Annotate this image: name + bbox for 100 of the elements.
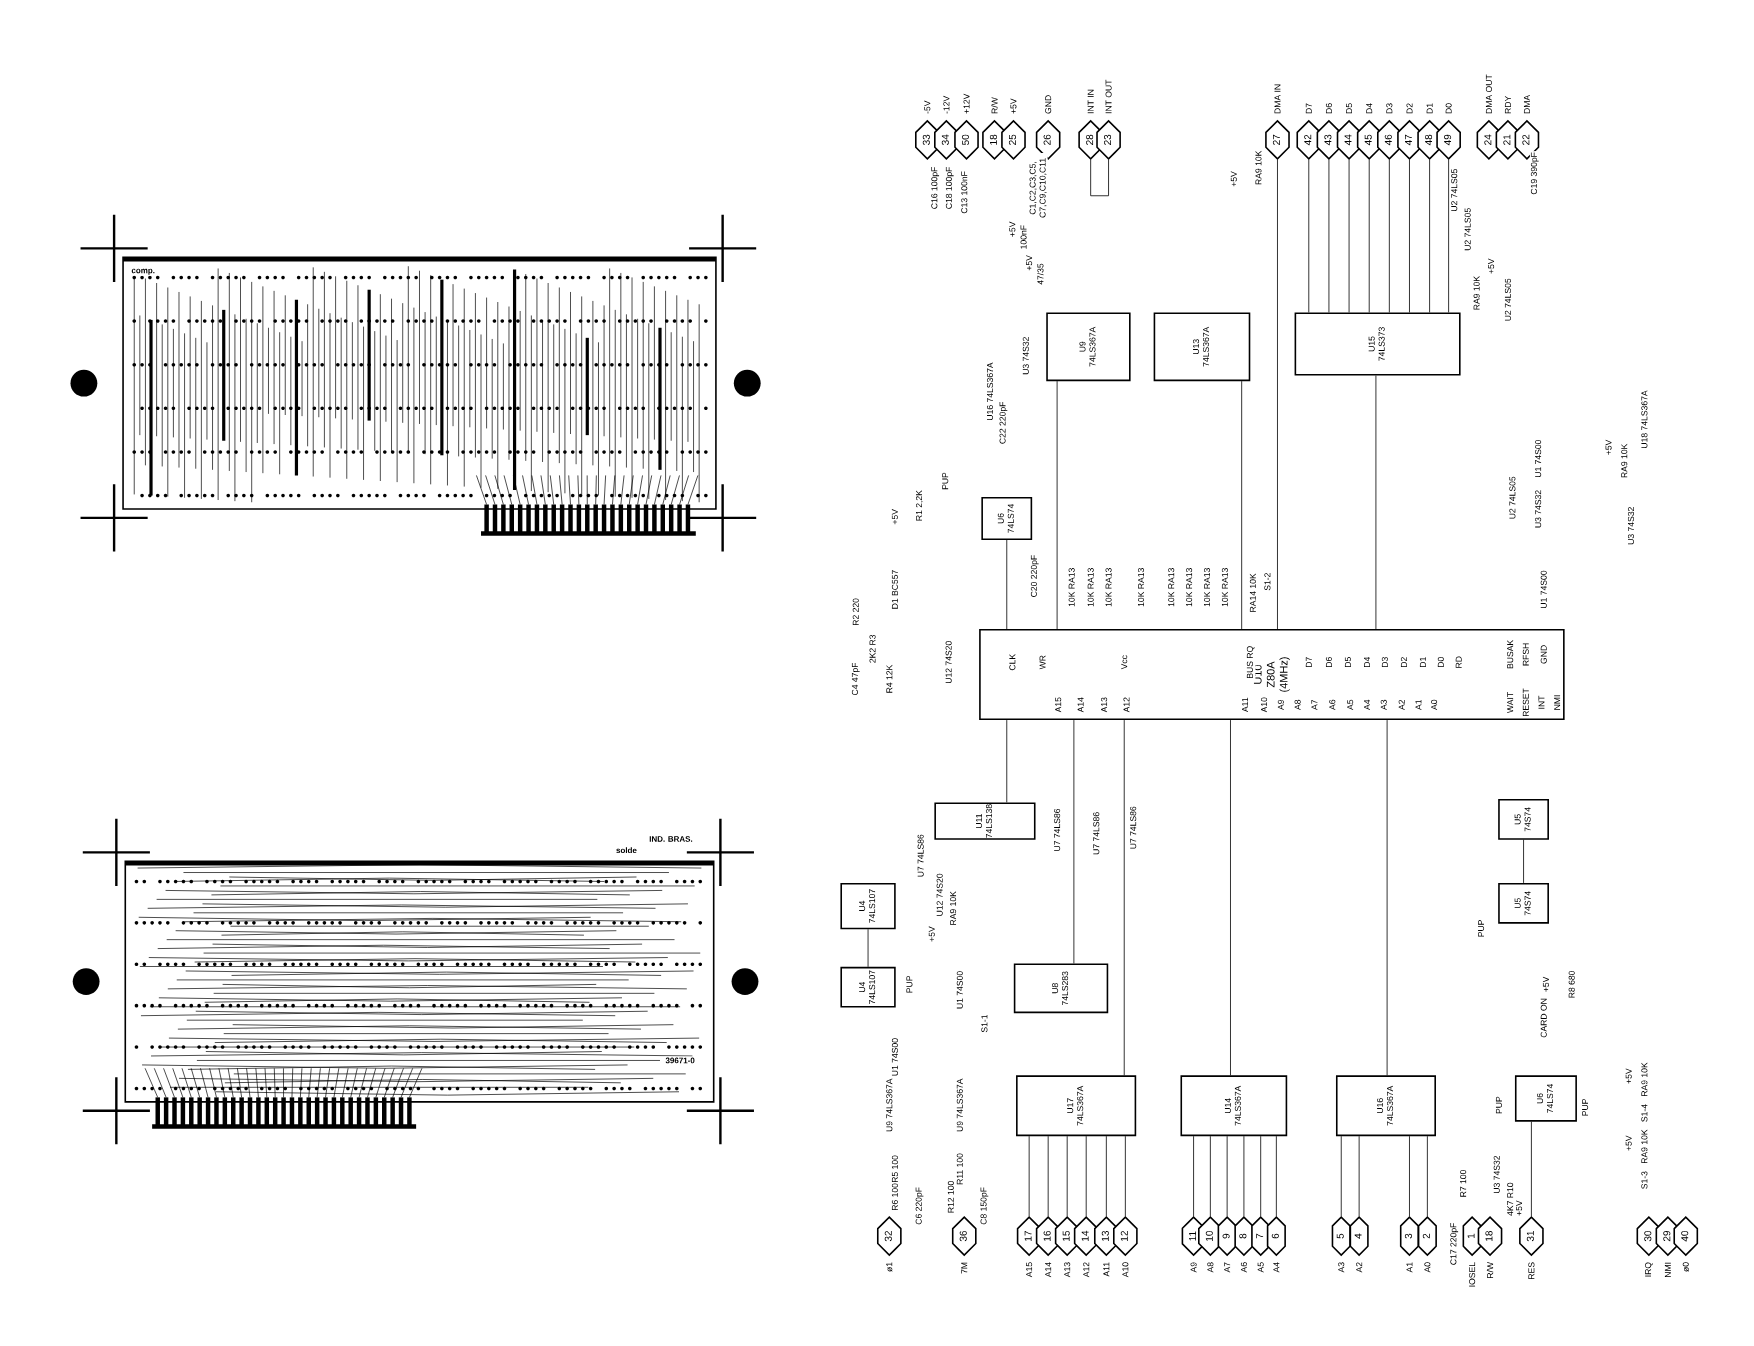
part-label: U2 74LS05: [1463, 207, 1472, 252]
wire: [1090, 159, 1109, 197]
part-label: U2 74LS05: [1450, 167, 1459, 213]
part-label: RA9 10K: [1472, 275, 1481, 312]
part-label: U7 74LS86: [1129, 805, 1138, 851]
signal-label: D6: [1325, 103, 1332, 114]
ic-chip: U4 74LS107: [840, 966, 896, 1008]
pin-name: BUSAK: [1506, 639, 1515, 671]
part-label: 10K RA13: [1067, 566, 1076, 608]
wire: [1277, 159, 1278, 630]
pin-name: A15: [1054, 696, 1063, 714]
signal-label: DMA OUT: [1485, 74, 1492, 114]
part-label: C16 100pF: [930, 165, 941, 211]
part-label: R7 100: [1459, 1168, 1468, 1199]
signal-label: +12V: [963, 93, 970, 114]
ic-chip: U14 74LS367A: [1180, 1075, 1288, 1137]
part-label: PUP: [905, 974, 914, 995]
signal-label: DMA: [1523, 95, 1530, 114]
signal-label: A11: [1103, 1262, 1110, 1277]
signal-label: R/W: [1486, 1262, 1494, 1279]
signal-label: A4: [1273, 1262, 1280, 1273]
signal-label: ø0: [1682, 1262, 1689, 1272]
pin-name: RFSH: [1521, 641, 1530, 668]
wire: [1230, 719, 1231, 1076]
part-label: 47/35: [1036, 262, 1045, 286]
signal-label: A0: [1424, 1262, 1431, 1273]
signal-label: D1: [1426, 103, 1433, 114]
part-label: U3 74S32: [1534, 489, 1543, 530]
part-label: R2 220: [851, 597, 860, 627]
part-label: U7 74LS86: [916, 833, 925, 879]
wire: [1448, 159, 1449, 313]
ic-chip: U9 74LS367A: [1046, 312, 1131, 382]
signal-label: A1: [1406, 1262, 1413, 1273]
part-label: 10K RA13: [1185, 566, 1194, 608]
wire: [1275, 1135, 1277, 1217]
pin-name: A0: [1430, 698, 1439, 712]
wire: [1073, 719, 1075, 964]
pin-name: A9: [1276, 698, 1285, 712]
connector-pin: 18: [1477, 1216, 1503, 1257]
pin-name: Vcc: [1120, 654, 1129, 671]
part-label: +5V: [1487, 257, 1496, 276]
signal-label: DMA IN: [1274, 84, 1281, 114]
part-label: U9 74LS367A: [955, 1077, 964, 1134]
connector-pin: 3: [1399, 1216, 1420, 1257]
part-label: U18 74LS367A: [1640, 389, 1649, 450]
pin-name: BUS RQ: [1245, 644, 1256, 680]
part-label: RA14 10K: [1248, 572, 1257, 614]
signal-label: 7M: [961, 1262, 968, 1274]
part-label: U3 74S32: [1492, 1154, 1501, 1195]
wire: [1348, 159, 1350, 313]
wire: [1209, 1135, 1211, 1217]
pin-name: D3: [1380, 655, 1389, 669]
part-label: +5V: [1025, 254, 1034, 272]
part-label: U2 74LS05: [1508, 475, 1517, 521]
wire: [1409, 159, 1410, 313]
part-label: +5V: [890, 508, 899, 526]
signal-label: A13: [1064, 1262, 1071, 1278]
part-label: U9 74LS367A: [885, 1077, 894, 1134]
pin-name: A10: [1260, 696, 1269, 714]
pin-name: D5: [1343, 655, 1352, 669]
part-label: +5V: [927, 925, 936, 943]
part-label: C6 220pF: [914, 1186, 925, 1226]
board-label: comp.: [130, 268, 156, 276]
part-label: R4 12K: [885, 663, 894, 695]
pin-name: A1: [1414, 698, 1423, 712]
connector-pin: 40: [1673, 1216, 1699, 1257]
wire: [1066, 1135, 1068, 1217]
part-label: 100nF: [1019, 224, 1028, 251]
wire: [1531, 1121, 1532, 1217]
part-label: 10K RA13: [1220, 566, 1229, 608]
signal-label: D2: [1406, 103, 1413, 114]
part-label: +5V: [1624, 1067, 1633, 1086]
part-label: S1-3: [1640, 1170, 1649, 1191]
part-label: C1,C2,C3,C5, C7,C9,C10,C11: [1028, 153, 1048, 224]
signal-label: D0: [1445, 103, 1452, 114]
connector-pin: 49: [1436, 119, 1461, 161]
part-label: +5V: [1229, 170, 1238, 188]
wire: [1426, 1135, 1428, 1217]
part-label: CARD ON: [1539, 997, 1548, 1039]
connector-pin: 32: [876, 1216, 902, 1257]
part-label: +5V: [1515, 1199, 1524, 1218]
pin-name: A11: [1241, 696, 1249, 714]
part-label: U3 74S32: [1021, 335, 1030, 376]
part-label: PUP: [1494, 1095, 1503, 1116]
wire: [1047, 1135, 1049, 1217]
part-label: U2 74LS05: [1503, 277, 1512, 323]
board-label: IND. BRAS.: [648, 835, 695, 843]
wire: [1368, 159, 1370, 313]
part-label: 10K RA13: [1136, 566, 1146, 608]
signal-label: +5V: [1010, 98, 1017, 114]
signal-label: D4: [1366, 103, 1373, 114]
connector-pin: 6: [1266, 1216, 1286, 1257]
wire: [1006, 719, 1008, 803]
wire: [1375, 375, 1377, 630]
wire: [1386, 719, 1388, 1076]
part-label: RA9 10K: [1640, 1061, 1649, 1098]
part-label: U7 74LS86: [1092, 811, 1101, 856]
pin-name: WAIT: [1506, 691, 1515, 715]
signal-label: RES: [1528, 1262, 1535, 1280]
part-label: C13 100nF: [960, 170, 969, 215]
